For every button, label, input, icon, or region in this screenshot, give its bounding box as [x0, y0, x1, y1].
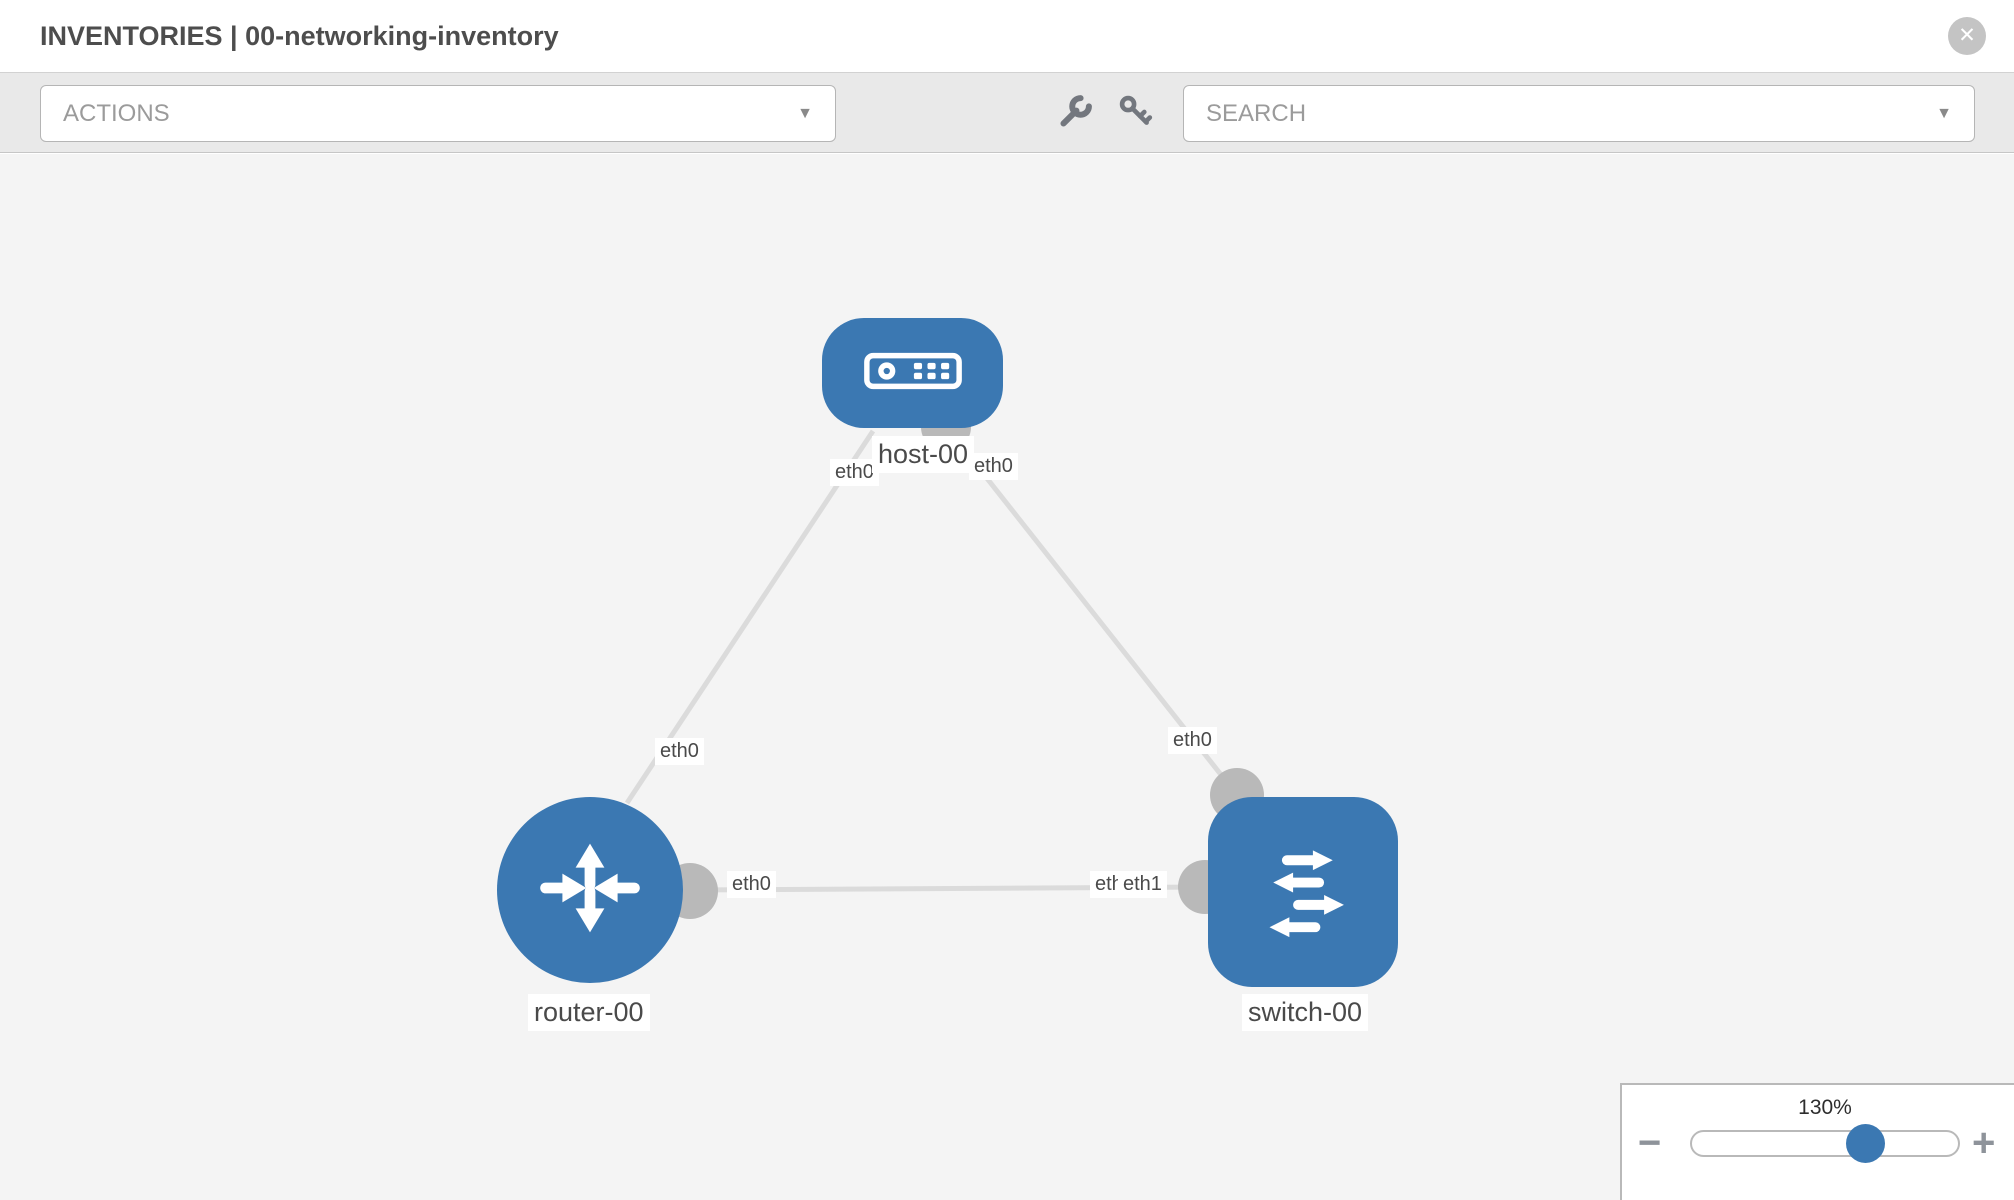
node-label-router: router-00 — [528, 994, 650, 1031]
chevron-down-icon: ▼ — [1936, 105, 1952, 122]
interface-label: eth0 — [1168, 727, 1217, 754]
toolbar: ACTIONS ▼ — [0, 72, 2014, 153]
switch-icon — [1241, 828, 1365, 957]
zoom-slider[interactable] — [1690, 1130, 1960, 1157]
close-icon: ✕ — [1958, 24, 1976, 47]
search-dropdown-label: SEARCH — [1206, 100, 1307, 127]
node-switch-00[interactable] — [1208, 797, 1398, 987]
interface-label: eth0 — [969, 453, 1018, 480]
wrench-icon — [1057, 93, 1094, 135]
configure-button[interactable] — [1051, 85, 1099, 142]
zoom-in-button[interactable]: + — [1972, 1121, 1996, 1165]
interface-label: eth0 — [727, 871, 776, 898]
node-label-switch: switch-00 — [1242, 994, 1369, 1031]
close-button[interactable]: ✕ — [1948, 17, 1986, 55]
zoom-control: 130% − + — [1620, 1083, 2014, 1200]
page-title: INVENTORIES | 00-networking-inventory — [40, 21, 559, 51]
topology-links — [624, 427, 1239, 893]
server-icon — [863, 352, 963, 395]
zoom-out-button[interactable]: − — [1638, 1121, 1662, 1165]
interface-label: eth1 — [1118, 871, 1167, 898]
topology-canvas[interactable]: host-00 router-00 switch-00 eth0 eth0 et… — [0, 154, 2014, 1200]
chevron-down-icon: ▼ — [797, 105, 813, 122]
node-host-00[interactable] — [822, 318, 1003, 428]
zoom-slider-thumb[interactable] — [1846, 1124, 1885, 1163]
node-label-host: host-00 — [872, 436, 975, 473]
interface-label: eth0 — [830, 459, 879, 486]
key-icon — [1117, 93, 1154, 135]
actions-dropdown-label: ACTIONS — [63, 100, 170, 127]
header: INVENTORIES | 00-networking-inventory ✕ — [0, 0, 2014, 72]
interface-label: eth0 — [655, 738, 704, 765]
node-router-00[interactable] — [497, 797, 683, 983]
zoom-level-label: 130% — [1798, 1096, 1852, 1119]
router-icon — [530, 828, 650, 953]
actions-dropdown[interactable]: ACTIONS ▼ — [40, 85, 836, 142]
search-dropdown[interactable]: SEARCH ▼ — [1183, 85, 1975, 142]
credentials-button[interactable] — [1111, 85, 1159, 142]
